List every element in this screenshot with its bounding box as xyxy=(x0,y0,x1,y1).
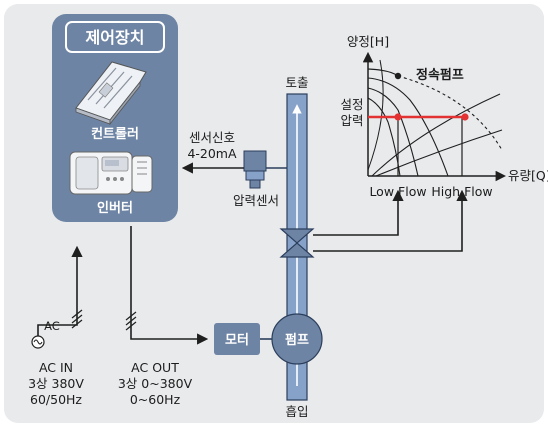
high-flow-label: High Flow xyxy=(431,184,492,199)
controller-label: 컨트롤러 xyxy=(91,126,139,142)
control-box-title: 제어장치 xyxy=(86,28,145,47)
power-output-line xyxy=(130,226,209,345)
low-flow-connector xyxy=(313,189,404,236)
ac-symbol-label: AC xyxy=(44,319,60,333)
three-phase-tick-out xyxy=(125,311,137,331)
ac-source-icon xyxy=(31,335,45,349)
ac-in-line-3: 60/50Hz xyxy=(30,392,82,407)
controller-board-icon xyxy=(75,61,147,126)
discharge-label: 토출 xyxy=(285,75,308,90)
system-curve-2 xyxy=(375,129,503,177)
high-flow-point xyxy=(461,113,469,121)
low-flow-label: Low Flow xyxy=(369,184,426,199)
ac-out-line-2: 3상 0~380V xyxy=(118,376,193,391)
pump-curve-graph: 양정[H] 유량[Q] 정속펌프 설정 압력 Low Flow High Flo… xyxy=(340,34,548,199)
ac-out-line-1: AC OUT xyxy=(131,360,179,375)
pump-curve-2 xyxy=(367,87,419,177)
system-curve-1 xyxy=(371,93,501,177)
pump-curve-1 xyxy=(367,77,449,177)
system-curve-3 xyxy=(367,59,384,171)
setpoint-label-1: 설정 xyxy=(340,97,363,112)
pump-label: 펌프 xyxy=(285,332,309,348)
graph-x-axis-label: 유량[Q] xyxy=(508,168,548,183)
suction-label: 흡입 xyxy=(285,404,308,419)
high-flow-connector xyxy=(313,189,468,252)
graph-y-axis-label: 양정[H] xyxy=(347,34,389,49)
ac-in-line-1: AC IN xyxy=(39,360,73,375)
ac-in-line-2: 3상 380V xyxy=(28,376,84,391)
valve-icon xyxy=(279,228,315,258)
power-input-line xyxy=(37,245,83,339)
signal-label-2: 4-20mA xyxy=(187,146,237,161)
setpoint-label-2: 압력 xyxy=(340,113,363,128)
pump-curve-3 xyxy=(367,97,401,177)
fixed-speed-point xyxy=(394,72,402,80)
three-phase-tick-in xyxy=(71,309,83,329)
motor-box xyxy=(214,323,260,355)
pump-body xyxy=(271,313,323,365)
fixed-speed-pump-label: 정속펌프 xyxy=(416,67,464,83)
inverter-unit-icon xyxy=(69,151,153,195)
signal-label-1: 센서신호 xyxy=(189,130,235,145)
low-flow-point xyxy=(394,113,402,121)
pressure-sensor-icon xyxy=(243,150,287,189)
ac-out-line-3: 0~60Hz xyxy=(130,392,181,407)
control-box-title-frame xyxy=(65,21,165,53)
sensor-label: 압력센서 xyxy=(233,193,279,208)
fixed-speed-curve-extension xyxy=(397,75,503,151)
inverter-label: 인버터 xyxy=(97,200,133,216)
motor-label: 모터 xyxy=(225,332,249,348)
control-box: 제어장치 컨트롤러 인버터 xyxy=(52,14,178,222)
